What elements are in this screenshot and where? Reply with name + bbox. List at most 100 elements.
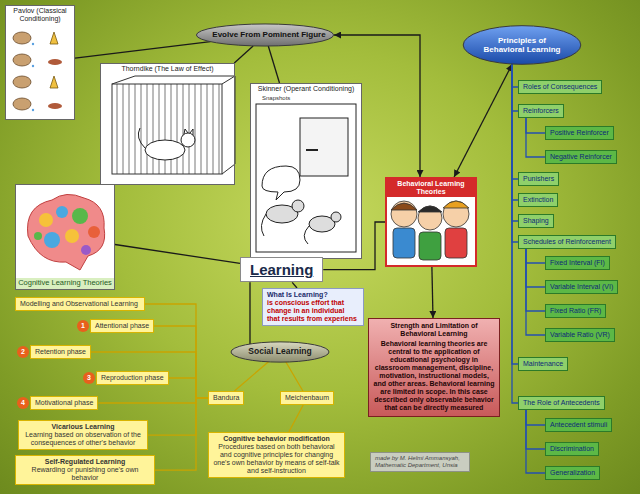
list-box: Maintenance	[518, 357, 568, 371]
connector	[289, 405, 303, 432]
connector	[323, 222, 385, 270]
node-text: Thorndike (The Law of Effect)	[101, 64, 234, 74]
node-text: Cognitive Learning Theories	[16, 278, 114, 289]
phase-box: 3Reproduction phase	[96, 371, 169, 385]
node-text: Behavioral learning theories are central…	[373, 340, 495, 412]
list-box: Negative Reinforcer	[545, 150, 617, 164]
brain-picture	[15, 184, 115, 290]
node-text: Pavlov (Classical Conditioning)	[6, 6, 74, 24]
list-box: Shaping	[518, 214, 554, 228]
list-box: Roles of Consequences	[518, 80, 602, 94]
node-text: Positive Reinforcer	[550, 129, 609, 137]
picture-box: Cognitive Learning Theories	[15, 184, 115, 290]
connector	[526, 118, 545, 157]
connector	[234, 362, 268, 391]
connector	[98, 398, 208, 403]
node-text: Punishers	[523, 175, 554, 183]
picture-box: Behavioral Learning Theories	[385, 177, 477, 267]
list-box: Schedules of Reinforcement	[518, 235, 616, 249]
node-text: Social Learning	[248, 347, 311, 357]
ellipse-node: Evolve From Pominent Figure	[195, 23, 335, 47]
ellipse-node: Social Learning	[230, 341, 330, 363]
connector	[234, 46, 253, 63]
skinner-cartoon	[250, 83, 362, 259]
connector	[526, 249, 545, 311]
note-box: Strength and Limitation of Behavioral Le…	[368, 318, 500, 417]
cartoon-label: Snapshots	[262, 95, 290, 101]
node-text: Procedures based on both behavioral and …	[213, 443, 340, 475]
thorndike-picture	[100, 63, 235, 185]
node-text: What Is Learning?	[267, 291, 359, 299]
connector	[268, 46, 279, 83]
node-text: Variable Ratio (VR)	[550, 331, 610, 339]
list-box: Reinforcers	[518, 104, 564, 118]
node-text: Rewarding or punishing one's own behavio…	[20, 466, 150, 482]
topic-box: Cognitive behavior modificationProcedure…	[208, 432, 345, 478]
node-text: Cognitive behavior modification	[213, 435, 340, 443]
node-text: Retention phase	[35, 348, 86, 356]
connector	[334, 35, 420, 177]
node-text: The Role of Antecedents	[523, 399, 600, 407]
list-box: Variable Ratio (VR)	[545, 328, 615, 342]
connector	[526, 249, 545, 335]
list-box: Antecedent stimuli	[545, 418, 612, 432]
topic-box: Bandura	[208, 391, 244, 405]
definition-box: What Is Learning?is conscious effort tha…	[262, 288, 364, 326]
list-box: Generalization	[545, 466, 600, 480]
node-text: Negative Reinforcer	[550, 153, 612, 161]
node-text: Evolve From Pominent Figure	[212, 30, 325, 39]
node-text: Extinction	[523, 196, 553, 204]
connector	[169, 378, 208, 398]
node-text: Antecedent stimuli	[550, 421, 607, 429]
node-text: Modelling and Observational Learning	[20, 300, 140, 308]
connector	[286, 362, 303, 391]
node-text: Behavioral Learning Theories	[387, 179, 475, 197]
list-box: Positive Reinforcer	[545, 126, 614, 140]
picture-box: Skinner (Operant Conditioning)	[250, 83, 362, 259]
ellipse-shape	[463, 26, 581, 65]
connector	[148, 398, 208, 435]
node-text: Discrimination	[550, 445, 594, 453]
node-text: Bandura	[213, 394, 239, 402]
connector	[526, 410, 545, 449]
node-text: Fixed Ratio (FR)	[550, 307, 601, 315]
picture-box: Thorndike (The Law of Effect)	[100, 63, 235, 185]
central-box: Learning	[240, 257, 323, 282]
connector	[526, 410, 545, 473]
connector	[526, 118, 545, 133]
connector	[75, 42, 210, 59]
connector	[155, 398, 208, 470]
connector	[526, 249, 545, 287]
topic-box: Vicarious LearningLearning based on obse…	[18, 420, 148, 450]
node-text: Strength and Limitation of Behavioral Le…	[373, 322, 495, 338]
node-text: Reproduction phase	[101, 374, 164, 382]
connector	[249, 282, 250, 344]
node-text: Maintenance	[523, 360, 563, 368]
ellipse-node: Principles of Behavioral Learning	[462, 24, 582, 66]
behavioral-cartoon	[385, 177, 477, 267]
node-text: Learning	[250, 261, 313, 278]
node-text: Skinner (Operant Conditioning)	[251, 84, 361, 94]
node-text: Attentional phase	[95, 322, 149, 330]
connector	[154, 326, 208, 398]
callout-number: 4	[17, 397, 29, 409]
credit-box: made by M. Helmi Ammansyah, Mathematic D…	[370, 452, 470, 472]
list-box: Punishers	[518, 172, 559, 186]
list-box: Extinction	[518, 193, 558, 207]
node-text: Reinforcers	[523, 107, 559, 115]
node-text: Principles of Behavioral Learning	[478, 36, 566, 54]
pavlov-picture	[5, 5, 75, 120]
node-text: Generalization	[550, 469, 595, 477]
node-text: Meichenbaum	[285, 394, 329, 402]
callout-number: 2	[17, 346, 29, 358]
node-text: Shaping	[523, 217, 549, 225]
node-text: made by M. Helmi Ammansyah, Mathematic D…	[375, 455, 465, 469]
phase-box: 1Attentional phase	[90, 319, 154, 333]
topic-box: Self-Regulated LearningRewarding or puni…	[15, 455, 155, 485]
connector	[526, 410, 545, 425]
node-text: Vicarious Learning	[23, 423, 143, 431]
list-box: Variable Interval (VI)	[545, 280, 618, 294]
node-text: Fixed Interval (FI)	[550, 259, 605, 267]
list-box: Discrimination	[545, 442, 599, 456]
